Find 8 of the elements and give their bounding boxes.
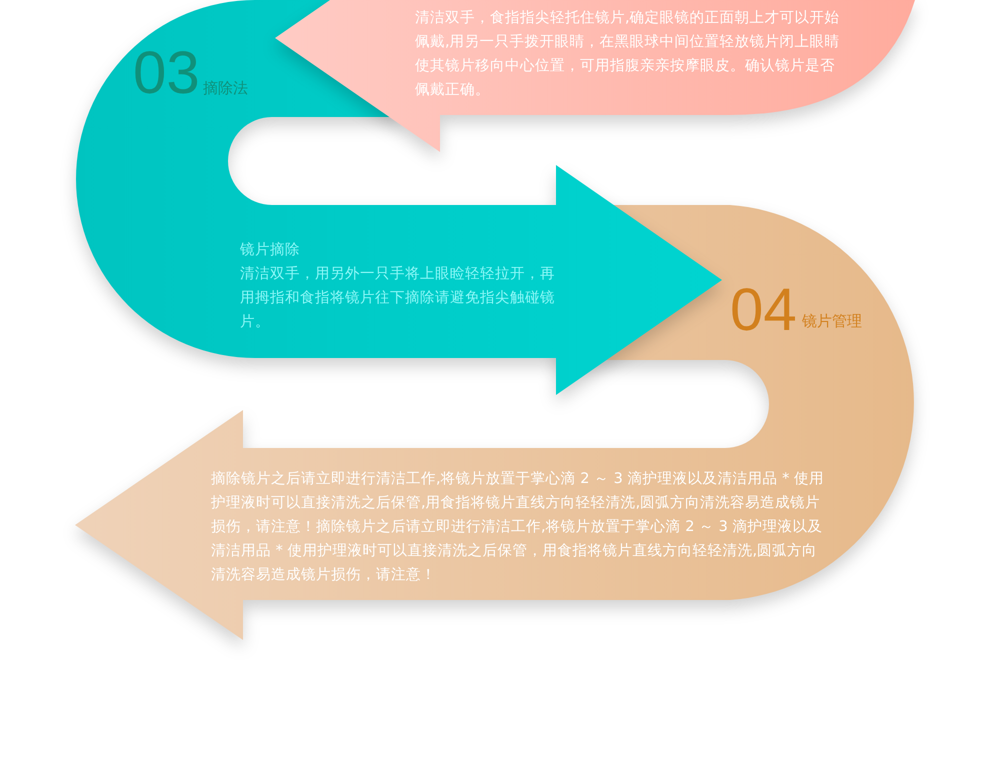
step-title: 镜片管理 xyxy=(802,311,862,332)
description-text: 清洁双手，食指指尖轻托住镜片,确定眼镜的正面朝上才可以开始佩戴,用另一只手拨开眼睛，在黑眼球中间位置轻放镜片闭上眼睛使其镜片移向中心位置，可用指腹亲亲按摩眼皮。确认镜片是否佩戴正确。 xyxy=(415,8,841,100)
section-heading: 镜片摘除 xyxy=(240,240,300,260)
step-number: 04 xyxy=(730,280,797,340)
step-title: 摘除法 xyxy=(203,78,248,99)
description-text: 摘除镜片之后请立即进行清洁工作,将镜片放置于掌心滴 2 ～ 3 滴护理液以及清洁用品 * 使用护理液时可以直接清洗之后保管,用食指将镜片直线方向轻轻清洗,圆弧方向清洗容易造成镜片损伤，请注意！摘除镜片之后请立即进行清洁工作,将镜片放置于掌心滴 2 ～ 3 滴护理液以及清洁用品 * 使用护理液时可以直接清洗之后保管，用食指将镜片直线方向轻轻清洗,圆弧方向清洗容易造成镜片损伤，请注意！ xyxy=(211,470,825,585)
description-text: 清洁双手，用另外一只手将上眼睑轻轻拉开，再用拇指和食指将镜片往下摘除请避免指尖触碰镜片。 xyxy=(240,264,556,332)
step-number: 03 xyxy=(133,43,200,103)
